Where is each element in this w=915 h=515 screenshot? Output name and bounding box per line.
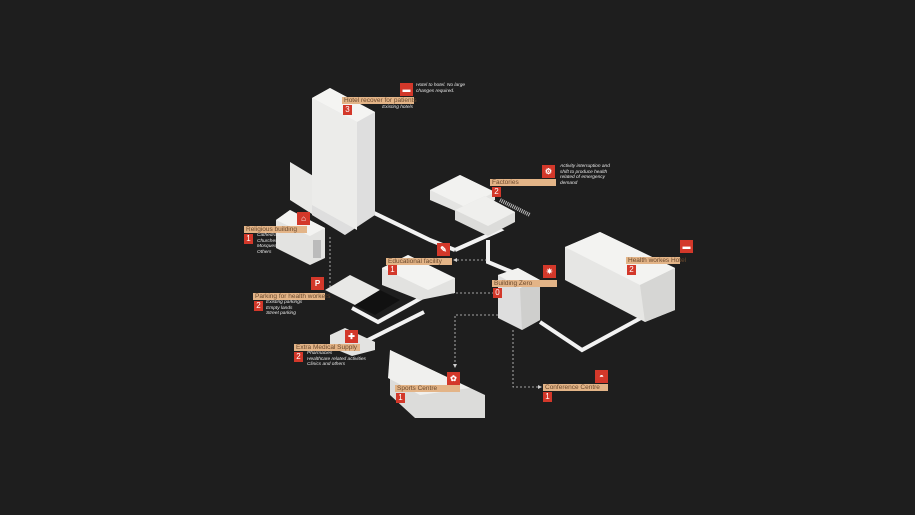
- pencil-icon: ✎: [437, 243, 450, 256]
- religious-label: Religious building: [244, 226, 307, 233]
- hotel-building: [290, 88, 375, 235]
- conference-number: 1: [543, 392, 552, 402]
- conference-icon: ◓: [595, 370, 608, 383]
- virus-icon: ✷: [543, 265, 556, 278]
- bed-icon: ▬: [400, 83, 413, 96]
- note-line: shift to produce health: [560, 169, 608, 175]
- path-parking: [351, 294, 426, 325]
- factory-icon: ⚙: [542, 165, 555, 178]
- parking-label: Parking for health workers: [253, 293, 331, 300]
- sports-number: 1: [396, 393, 405, 403]
- list-item: Existing parkings: [266, 300, 303, 305]
- factories-number: 2: [492, 187, 501, 197]
- conference-label: Conference Centre: [543, 384, 608, 391]
- list-item: Others: [257, 249, 272, 255]
- list-item: Clinics and others: [307, 362, 346, 368]
- path-zero: [486, 240, 513, 274]
- sports-label: Sports Centre: [395, 385, 460, 392]
- note-line: demand: [560, 180, 578, 186]
- list-item: Empty lands: [266, 305, 293, 311]
- factories-label: Factories: [490, 179, 556, 186]
- parking-lot: [325, 275, 400, 315]
- list-item: Pharmacies: [307, 351, 333, 356]
- zero-label: Building Zero: [492, 280, 557, 287]
- path-zero-workers: [538, 311, 651, 353]
- ball-icon: ✿: [447, 372, 460, 385]
- zero-number: 0: [493, 288, 502, 298]
- medical-label: Extra Medical Supply: [294, 344, 360, 351]
- note-line: Activity interruption and: [560, 164, 610, 169]
- parking-icon: P: [311, 277, 324, 290]
- note-line: Hotel to hotel. No large: [416, 83, 466, 88]
- note-line: changes required.: [416, 88, 455, 94]
- church-icon: ⌂: [297, 212, 310, 225]
- hotel-number: 3: [343, 105, 352, 115]
- educational-number: 1: [388, 265, 397, 275]
- factories-building: [430, 175, 531, 236]
- list-item: Mosques: [257, 244, 277, 250]
- note-line: related of emergency: [560, 175, 606, 181]
- arrowheads: [453, 258, 542, 389]
- religious-number: 1: [244, 234, 253, 244]
- workers-hotel-number: 2: [627, 265, 636, 275]
- medical-supply-icon: ✚: [345, 330, 358, 343]
- educational-label: Educational facility: [386, 258, 452, 265]
- bed-icon: ▬: [680, 240, 693, 253]
- hotel-sub: Existing hotels: [382, 105, 413, 110]
- building-zero: [498, 268, 540, 330]
- path-medical: [361, 310, 425, 345]
- parking-number: 2: [254, 301, 263, 311]
- list-item: Churches: [257, 238, 278, 244]
- workers-hotel-building: [565, 232, 675, 322]
- workers-hotel-label: Health workes Hotel: [626, 257, 687, 264]
- list-item: Healthcare related activities: [307, 356, 366, 362]
- list-item: Cathedrals: [257, 233, 281, 238]
- medical-number: 2: [294, 352, 303, 362]
- list-item: Street parking: [266, 311, 296, 317]
- hotel-label: Hotel recover for patients: [342, 97, 417, 104]
- sports-centre-building: [388, 350, 485, 418]
